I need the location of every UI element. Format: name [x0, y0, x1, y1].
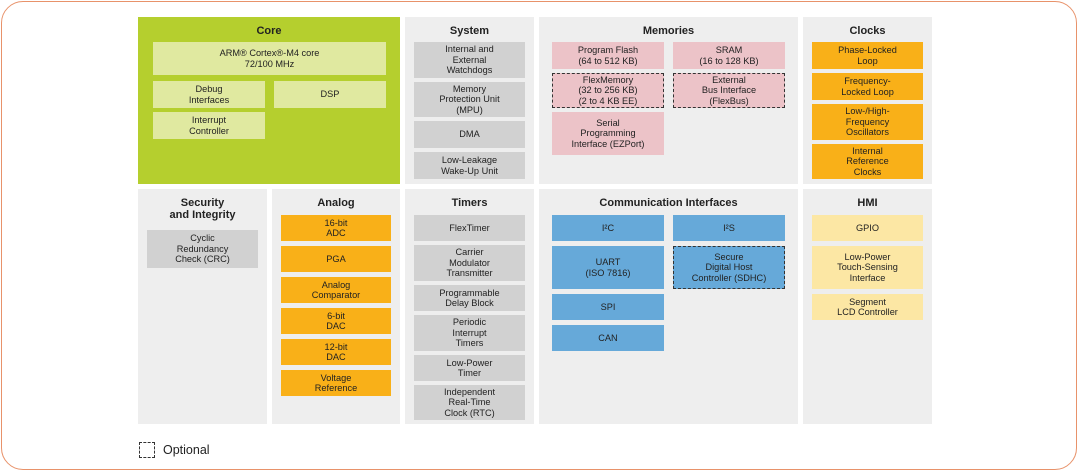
i2c-block: I²C [552, 215, 664, 241]
i2s-block: I²S [673, 215, 785, 241]
gpio-block: GPIO [812, 215, 923, 241]
flextimer-block: FlexTimer [414, 215, 525, 241]
dsp-block: DSP [274, 81, 386, 108]
clocks-title: Clocks [849, 25, 886, 37]
program-flash-block: Program Flash(64 to 512 KB) [552, 42, 664, 69]
core-title: Core [256, 25, 282, 37]
timers-title: Timers [451, 197, 488, 209]
flexmemory-block: FlexMemory(32 to 256 KB)(2 to 4 KB EE) [552, 73, 664, 108]
legend-dashed-box [139, 442, 155, 458]
can-block: CAN [552, 325, 664, 351]
memories-panel: Memories Program Flash(64 to 512 KB) SRA… [539, 17, 798, 184]
spi-block: SPI [552, 294, 664, 320]
memories-title: Memories [642, 25, 695, 37]
dma-block: DMA [414, 121, 525, 148]
comm-panel: Communication Interfaces I²C I²S UART(IS… [539, 189, 798, 424]
hmi-title: HMI [857, 197, 878, 209]
system-title: System [449, 25, 490, 37]
analog-title: Analog [317, 197, 355, 209]
legend-label: Optional [163, 443, 210, 457]
fll-block: Frequency-Locked Loop [812, 73, 923, 100]
pga-block: PGA [281, 246, 391, 272]
comm-title: Communication Interfaces [599, 197, 738, 209]
uart-block: UART(ISO 7816) [552, 246, 664, 289]
sram-block: SRAM(16 to 128 KB) [673, 42, 785, 69]
